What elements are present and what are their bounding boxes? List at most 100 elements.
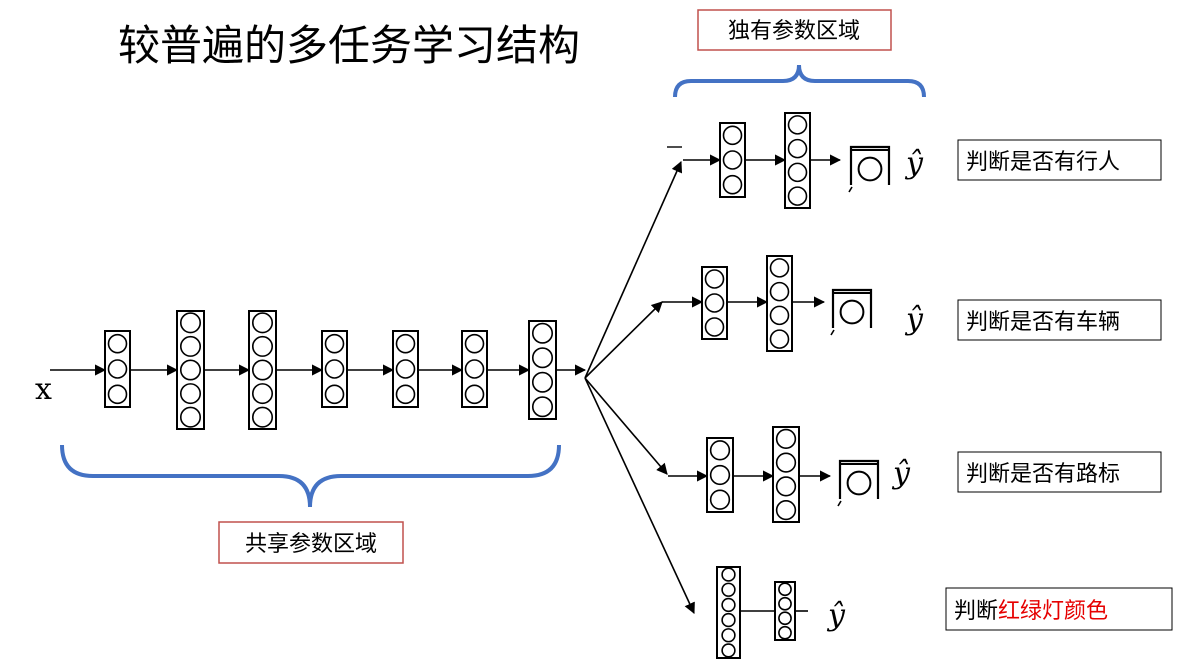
task1-layer-1-node bbox=[722, 174, 743, 195]
task3-layer-2-node bbox=[775, 452, 797, 473]
page-title: 较普遍的多任务学习结构 bbox=[118, 21, 580, 70]
task-label-1: 判断是否有行人 bbox=[966, 150, 1120, 175]
output-symbol-3: ŷ bbox=[891, 456, 911, 491]
task4-layer-1-node bbox=[721, 567, 736, 582]
branch-arrow-4 bbox=[584, 377, 695, 615]
shared-layer-4-node bbox=[324, 359, 345, 379]
input-label: x bbox=[35, 372, 52, 407]
task3-layer-2-node bbox=[775, 476, 797, 497]
branch-arrow-1 bbox=[584, 160, 683, 379]
task-label-2: 判断是否有车辆 bbox=[966, 310, 1120, 335]
task4-layer-1 bbox=[716, 566, 741, 659]
shared-layer-6 bbox=[461, 330, 488, 408]
task2-layer-2-node bbox=[769, 305, 790, 326]
task1-layer-1-node bbox=[722, 125, 743, 146]
task-box-3 bbox=[957, 451, 1162, 493]
shared-layer-3-node bbox=[251, 312, 274, 334]
task3-layer-1-node bbox=[709, 440, 731, 461]
shared-layer-2-node bbox=[179, 406, 202, 428]
shared-layer-6-node bbox=[464, 333, 485, 354]
task1-layer-2-node bbox=[787, 138, 808, 159]
shared-layer-1-node bbox=[107, 359, 128, 379]
task2-layer-2-node bbox=[769, 281, 790, 302]
task4-layer-2-node bbox=[778, 625, 792, 640]
shared-layer-3 bbox=[248, 310, 277, 430]
task3-layer-1-node bbox=[709, 464, 731, 486]
task4-layer-1-node bbox=[721, 597, 736, 613]
task1-layer-2-node bbox=[787, 162, 808, 183]
task4-layer-2 bbox=[774, 581, 796, 641]
shared-layer-1-node bbox=[107, 333, 128, 354]
task2-layer-1-node bbox=[704, 269, 725, 289]
shared-layer-2-node bbox=[179, 383, 202, 405]
task-box-4 bbox=[945, 587, 1173, 631]
shared-region-box bbox=[218, 521, 404, 564]
task-label-4-red: 红绿灯颜色 bbox=[998, 599, 1108, 624]
task1-layer-1 bbox=[719, 122, 746, 198]
shared-layer-1-node bbox=[107, 384, 128, 405]
shared-layer-3-node bbox=[251, 359, 274, 381]
task3-layer-2 bbox=[772, 426, 800, 523]
task-label-3: 判断是否有路标 bbox=[966, 462, 1120, 487]
shared-layer-1 bbox=[104, 330, 131, 408]
shared-layer-7-node bbox=[531, 347, 554, 369]
task1-layer-2-node bbox=[787, 186, 808, 206]
output-symbol-1: ŷ bbox=[904, 146, 924, 181]
task3-layer-2-node bbox=[775, 428, 797, 450]
task4-layer-2-node bbox=[778, 582, 792, 597]
shared-layer-7-node bbox=[531, 371, 554, 393]
shared-layer-3-node bbox=[251, 383, 274, 405]
task-box-2 bbox=[957, 299, 1162, 341]
shared-layer-5-node bbox=[395, 333, 416, 354]
task3-layer-2-node bbox=[775, 499, 797, 521]
output-icon-3 bbox=[837, 459, 880, 507]
shared-layer-4-node bbox=[324, 333, 345, 354]
task-label-4: 判断红绿灯颜色 bbox=[954, 599, 1108, 624]
task-box-1 bbox=[957, 139, 1162, 181]
task3-layer-1 bbox=[706, 437, 734, 513]
shared-layer-4 bbox=[321, 330, 348, 408]
shared-region-label: 共享参数区域 bbox=[245, 532, 377, 557]
output-icon-2 bbox=[830, 288, 873, 336]
shared-layer-2-node bbox=[179, 359, 202, 381]
shared-layer-6-node bbox=[464, 359, 485, 379]
task3-layer-1-node bbox=[709, 489, 731, 510]
output-symbol-2: ŷ bbox=[904, 302, 924, 337]
output-icon-1 bbox=[848, 145, 891, 193]
shared-layer-2 bbox=[176, 310, 205, 430]
task2-layer-1-node bbox=[704, 317, 725, 337]
unique-region-box bbox=[697, 9, 892, 51]
task-label-4-black: 判断 bbox=[954, 599, 998, 624]
branch-arrow-2 bbox=[584, 301, 663, 379]
shared-layer-5 bbox=[392, 330, 419, 408]
shared-layer-4-node bbox=[324, 384, 345, 405]
shared-layer-5-node bbox=[395, 359, 416, 379]
task1-layer-2 bbox=[784, 112, 811, 209]
shared-layer-5-node bbox=[395, 384, 416, 405]
shared-layer-6-node bbox=[464, 384, 485, 405]
output-symbol-4: ŷ bbox=[826, 598, 846, 633]
task2-layer-2-node bbox=[769, 258, 790, 278]
branch-arrow-3 bbox=[584, 377, 668, 475]
task1-layer-2-node bbox=[787, 115, 808, 135]
task4-layer-1-node bbox=[721, 643, 736, 658]
shared-layer-2-node bbox=[179, 312, 202, 334]
task4-layer-1-node bbox=[721, 582, 736, 597]
shared-layer-2-node bbox=[179, 335, 202, 357]
shared-layer-7 bbox=[528, 320, 557, 420]
shared-layer-3-node bbox=[251, 406, 274, 428]
unique-region-label: 独有参数区域 bbox=[728, 19, 860, 44]
task4-layer-1-node bbox=[721, 628, 736, 643]
task4-layer-2-node bbox=[778, 611, 792, 626]
task2-layer-1-node bbox=[704, 293, 725, 313]
shared-layer-3-node bbox=[251, 335, 274, 357]
shared-region-brace bbox=[60, 444, 561, 508]
task4-layer-1-node bbox=[721, 612, 736, 628]
task2-layer-1 bbox=[701, 266, 728, 340]
task2-layer-2-node bbox=[769, 329, 790, 349]
task4-layer-2-node bbox=[778, 596, 792, 611]
task1-layer-1-node bbox=[722, 150, 743, 170]
unique-region-brace bbox=[673, 64, 926, 98]
shared-layer-7-node bbox=[531, 396, 554, 418]
